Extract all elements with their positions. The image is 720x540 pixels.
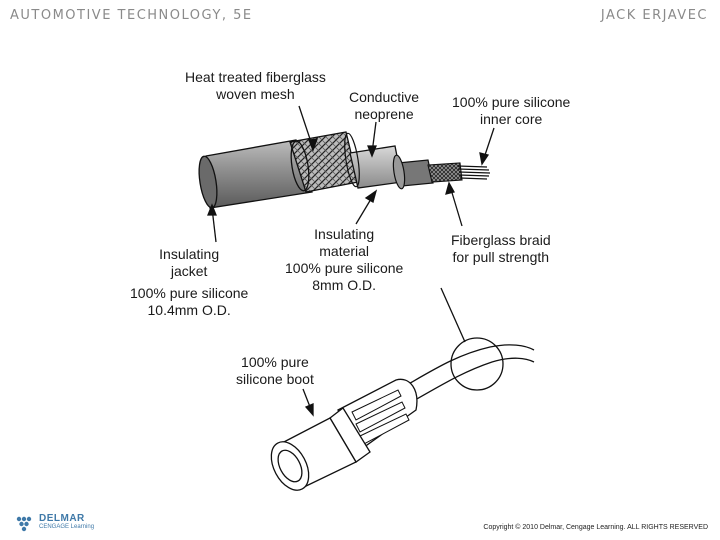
boot-wire	[397, 344, 535, 391]
callout-circle	[450, 337, 504, 391]
jacket-cut-face	[290, 140, 310, 192]
delmar-logo-icon	[16, 516, 32, 532]
silicone-boot-illustration	[270, 287, 535, 491]
logo-subtitle: CENGAGE Learning	[39, 524, 95, 530]
fiberglass-braid	[427, 162, 463, 183]
boot-ribs	[351, 389, 410, 445]
leader-arrows	[207, 105, 495, 417]
publisher-logo: DELMAR CENGAGE Learning	[14, 514, 94, 532]
inner-core-strands	[457, 165, 491, 180]
header-title: AUTOMOTIVE TECHNOLOGY, 5E	[10, 8, 253, 23]
mesh-cut-face	[344, 132, 360, 188]
copyright-notice: Copyright © 2010 Delmar, Cengage Learnin…	[483, 524, 708, 531]
cable-cutaway	[198, 131, 491, 209]
header-author: JACK ERJAVEC	[600, 8, 708, 23]
insulation-cut-face	[392, 154, 406, 190]
logo-name: DELMAR	[39, 513, 85, 524]
